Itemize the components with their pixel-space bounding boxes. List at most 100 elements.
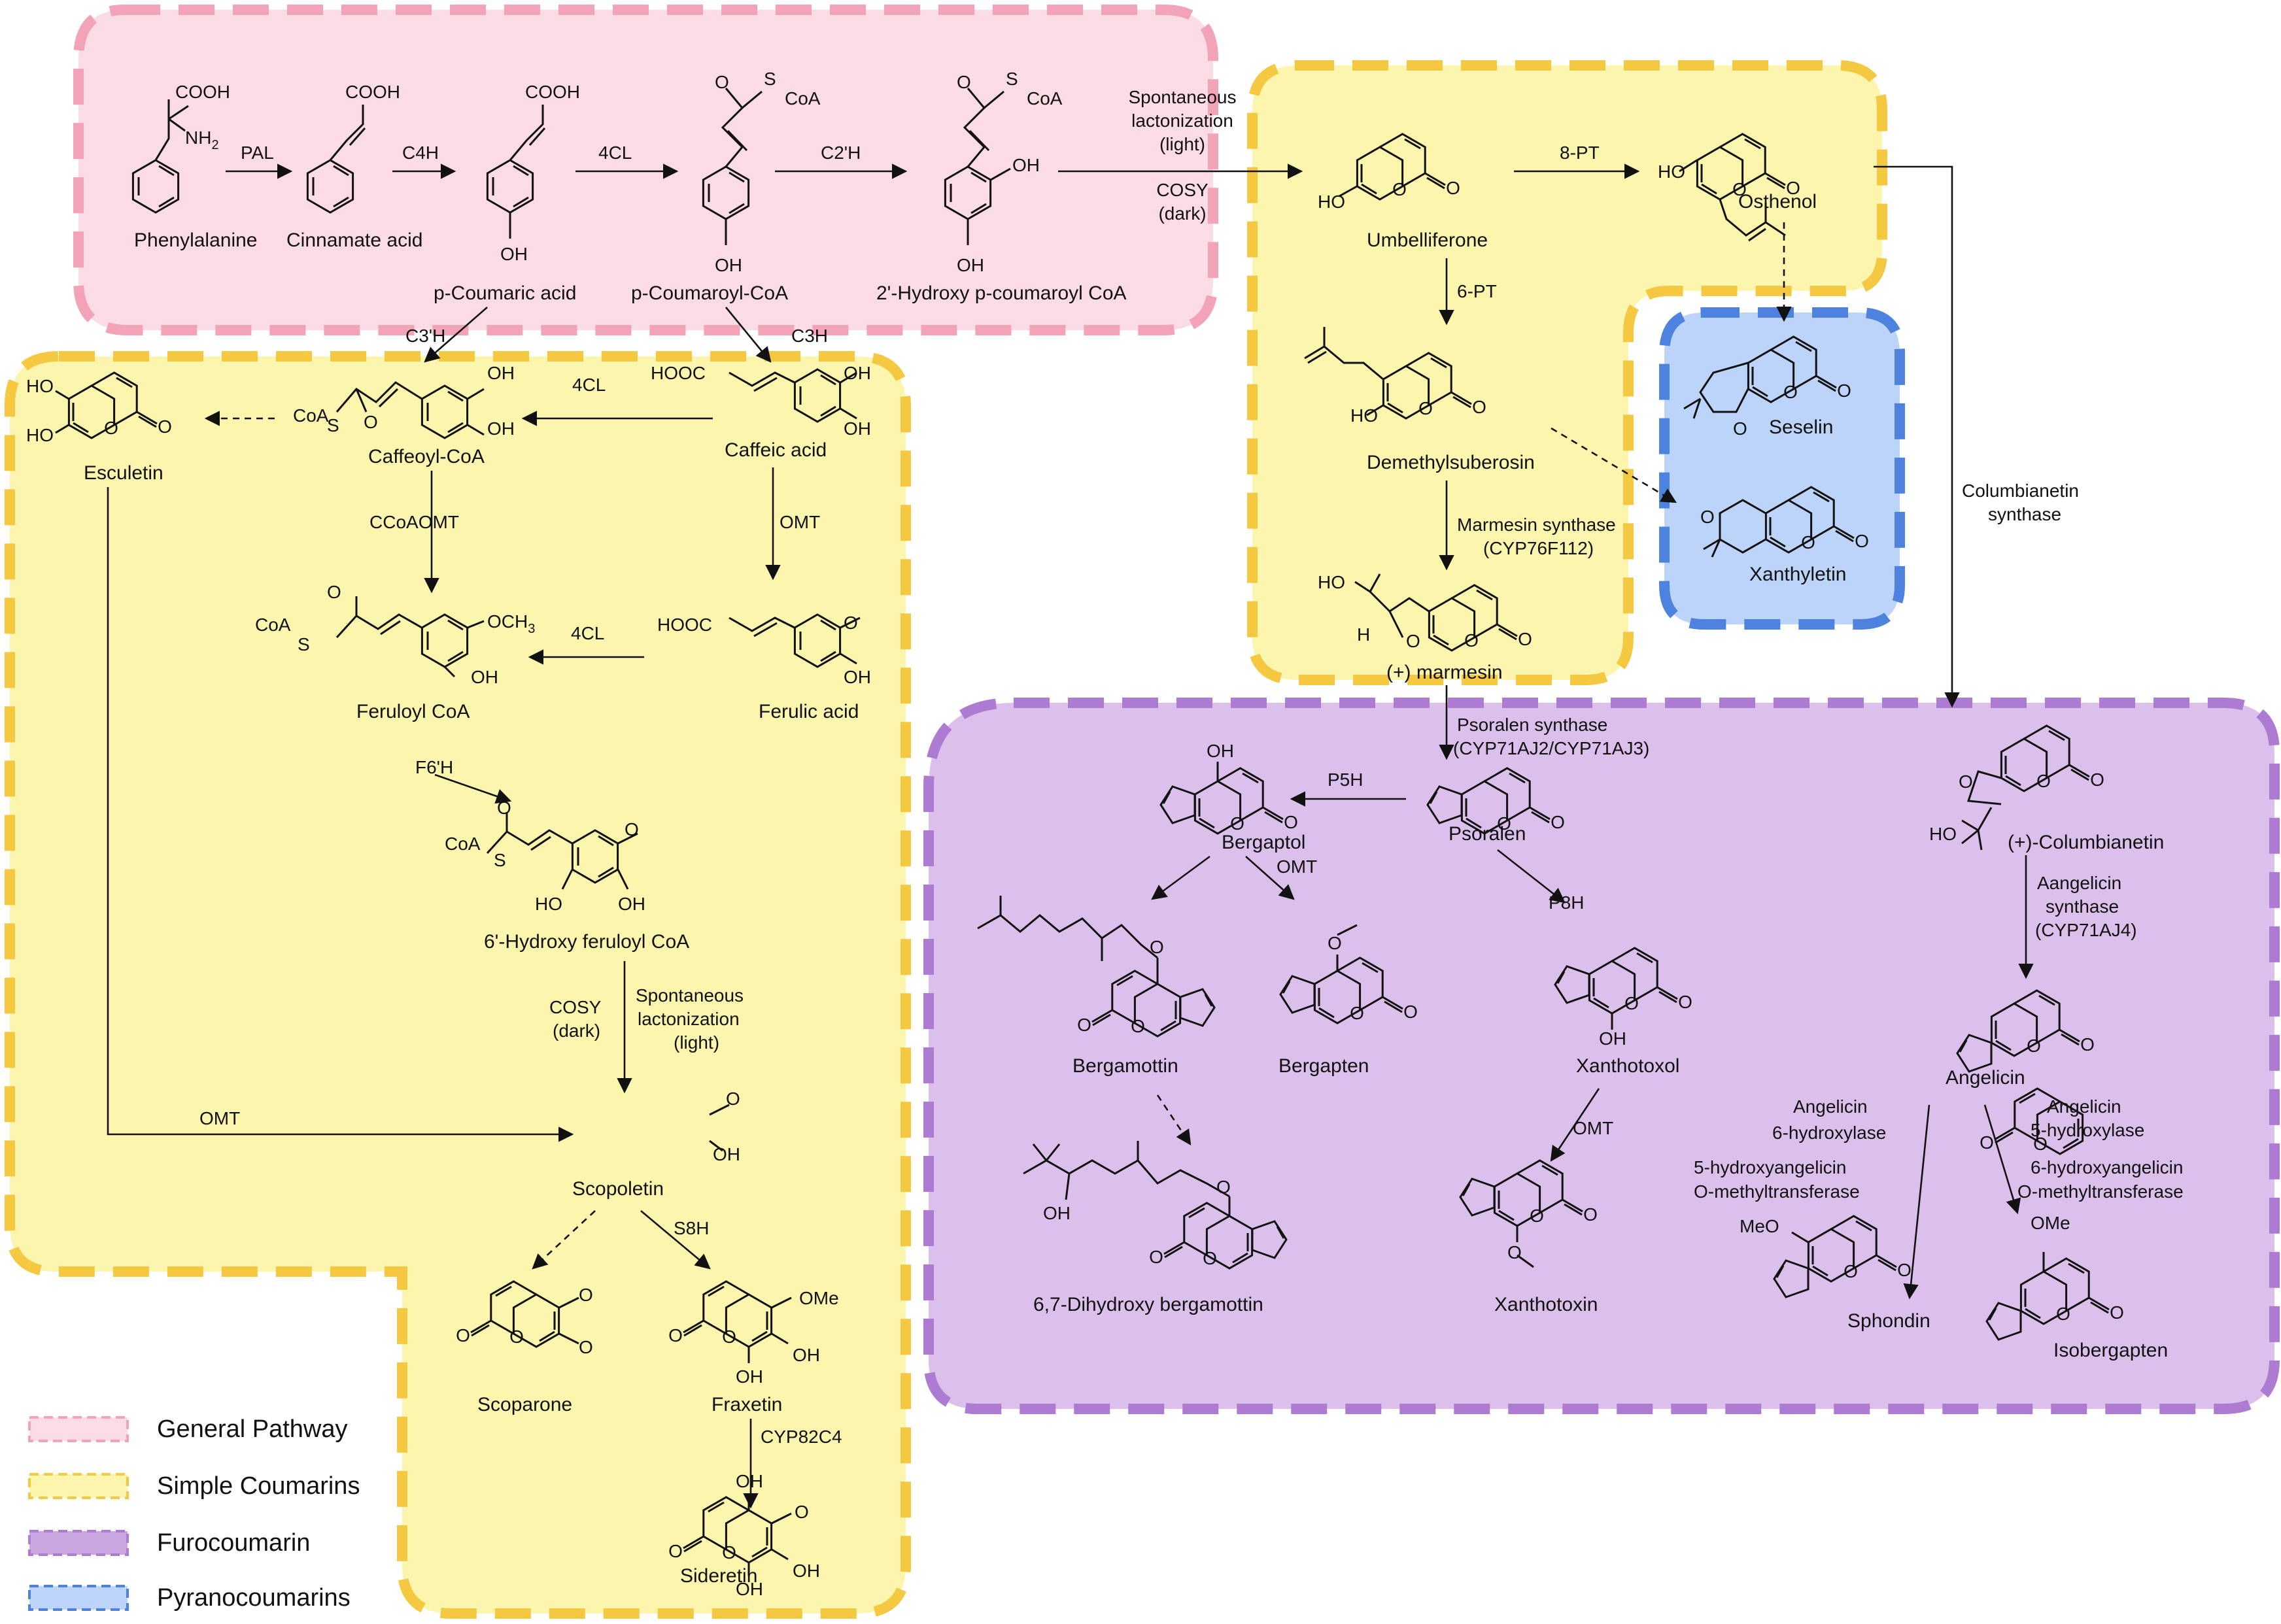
- enzyme-ccoaomt: CCoAOMT: [369, 512, 459, 532]
- svg-text:CoA: CoA: [293, 405, 329, 426]
- marmesin-structure: HO H O: [1318, 572, 1534, 652]
- svg-text:COOH: COOH: [345, 82, 400, 102]
- svg-text:OMe: OMe: [2031, 1213, 2070, 1233]
- isobergapten-label: Isobergapten: [2053, 1340, 2168, 1361]
- arrow-omt-c: [1245, 856, 1295, 900]
- svg-text:Angelicin: Angelicin: [2047, 1096, 2121, 1117]
- general-pathway-region: [73, 5, 1218, 335]
- dihydroxy-bergamottin-structure: O OH: [1023, 1141, 1288, 1270]
- arrow-bergamottin-dihydroxy: [1156, 1094, 1192, 1145]
- svg-text:OH: OH: [793, 1561, 820, 1581]
- svg-text:O: O: [579, 1337, 593, 1357]
- svg-text:CoA: CoA: [1027, 88, 1063, 109]
- arrow-c3h: [725, 307, 772, 363]
- arrow-c3h-prime: [424, 307, 488, 363]
- seselin-label: Seselin: [1769, 416, 1833, 438]
- svg-text:OH: OH: [793, 1345, 820, 1365]
- xanthyletin-label: Xanthyletin: [1749, 564, 1846, 585]
- svg-text:OH: OH: [1599, 1028, 1626, 1049]
- svg-text:HO: HO: [535, 894, 562, 914]
- svg-text:O: O: [957, 72, 971, 92]
- enzyme-omt-d: OMT: [1573, 1118, 1613, 1138]
- svg-text:O: O: [715, 72, 729, 92]
- svg-text:S: S: [327, 415, 339, 435]
- arrow-demethylsuberosin-xanthyletin: [1551, 427, 1677, 503]
- enzyme-omt-a: OMT: [780, 512, 820, 532]
- svg-text:5-hydroxylase: 5-hydroxylase: [2031, 1120, 2144, 1140]
- hydroxy-coumaroyl-coa-structure: O S CoA OH OH: [944, 69, 1063, 275]
- ferulic-label: Ferulic acid: [759, 701, 859, 722]
- svg-text:OH: OH: [471, 667, 498, 687]
- esculetin-label: Esculetin: [84, 462, 163, 484]
- osthenol-structure: HO: [1658, 133, 1802, 242]
- columbianetin-structure: O HO: [1929, 724, 2106, 851]
- svg-text:Spontaneous: Spontaneous: [636, 985, 744, 1006]
- svg-text:O: O: [1959, 771, 1973, 792]
- svg-text:CoA: CoA: [785, 88, 821, 109]
- svg-text:(dark): (dark): [1158, 203, 1206, 224]
- enzyme-4cl-b: 4CL: [572, 375, 606, 395]
- scoparone-label: Scoparone: [477, 1394, 572, 1415]
- cinnamate-structure: COOH: [306, 82, 400, 214]
- svg-text:OH: OH: [487, 363, 515, 383]
- svg-text:OH: OH: [715, 255, 742, 275]
- umbelliferone-structure: HO: [1318, 133, 1462, 212]
- svg-text:O: O: [1507, 1242, 1522, 1262]
- arrow-s8h: [640, 1210, 711, 1270]
- svg-text:Psoralen synthase: Psoralen synthase: [1457, 715, 1607, 735]
- xanthotoxol-structure: OH: [1554, 947, 1694, 1049]
- svg-text:synthase: synthase: [1988, 504, 2061, 524]
- svg-text:HOOC: HOOC: [651, 363, 706, 383]
- svg-text:O: O: [1216, 1177, 1231, 1197]
- svg-text:O: O: [795, 1502, 809, 1522]
- demethylsuberosin-structure: HO: [1304, 327, 1488, 426]
- p-coumaric-label: p-Coumaric acid: [434, 282, 576, 304]
- bergaptol-structure: OH: [1159, 741, 1299, 835]
- svg-text:CoA: CoA: [255, 615, 291, 635]
- p-coumaroyl-coa-label: p-Coumaroyl-CoA: [631, 282, 788, 304]
- svg-text:O: O: [1700, 507, 1715, 527]
- xanthyletin-structure: O: [1700, 486, 1870, 558]
- svg-text:lactonization: lactonization: [1131, 110, 1233, 131]
- svg-text:COSY: COSY: [549, 997, 602, 1017]
- svg-text:Aangelicin: Aangelicin: [2037, 873, 2121, 893]
- enzyme-f6h: F6'H: [415, 757, 453, 777]
- svg-text:OH: OH: [736, 1471, 763, 1491]
- caffeic-structure: HOOC OH OH: [651, 363, 871, 439]
- svg-text:O: O: [1733, 418, 1747, 439]
- arrow-scopoletin-scoparone: [532, 1210, 596, 1270]
- furocoumarin-region: [923, 698, 2280, 1414]
- caffeic-label: Caffeic acid: [725, 439, 827, 461]
- svg-text:5-hydroxyangelicin: 5-hydroxyangelicin: [1694, 1157, 1846, 1177]
- svg-text:(CYP71AJ2/CYP71AJ3): (CYP71AJ2/CYP71AJ3): [1453, 738, 1649, 758]
- svg-text:O: O: [327, 582, 341, 602]
- svg-text:O: O: [1406, 631, 1420, 651]
- arrow-bergaptol-bergamottin: [1151, 855, 1210, 900]
- svg-text:OH: OH: [713, 1144, 740, 1164]
- enzyme-p8h: P8H: [1549, 892, 1584, 913]
- svg-text:O: O: [497, 798, 511, 818]
- legend-swatch-pyrano: [28, 1585, 129, 1611]
- svg-text:Angelicin: Angelicin: [1793, 1096, 1868, 1117]
- seselin-structure: O: [1683, 335, 1853, 439]
- legend-label-simple: Simple Coumarins: [157, 1472, 360, 1500]
- arrow-p8h: [1497, 849, 1566, 904]
- svg-text:6-hydroxyangelicin: 6-hydroxyangelicin: [2031, 1157, 2183, 1177]
- svg-text:Columbianetin: Columbianetin: [1962, 481, 2079, 501]
- svg-text:COOH: COOH: [175, 82, 230, 102]
- phenylalanine-structure: COOH NH2: [131, 82, 230, 214]
- bergamottin-structure: O: [977, 896, 1216, 1038]
- caffeoyl-coa-label: Caffeoyl-CoA: [368, 446, 485, 467]
- enzyme-c3h: C3H: [791, 326, 828, 346]
- svg-text:(dark): (dark): [553, 1021, 600, 1041]
- enzyme-c4h: C4H: [402, 143, 439, 163]
- svg-text:O: O: [364, 412, 378, 432]
- legend-swatch-general: [28, 1416, 129, 1442]
- svg-text:Marmesin synthase: Marmesin synthase: [1457, 515, 1616, 535]
- ferulic-structure: HOOC O OH: [657, 613, 871, 687]
- svg-text:O-methyltransferase: O-methyltransferase: [2017, 1181, 2184, 1202]
- legend-swatch-furo: [28, 1530, 129, 1556]
- p-coumaric-structure: COOH OH: [486, 82, 580, 264]
- hydroxy-feruloyl-coa-label: 6'-Hydroxy feruloyl CoA: [484, 931, 689, 953]
